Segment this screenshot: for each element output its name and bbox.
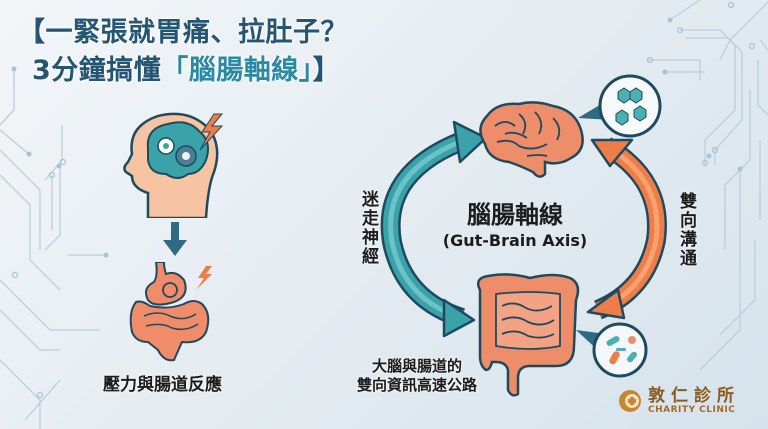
page-title: 【一緊張就胃痛、拉肚子？ 3分鐘搞懂「腦腸軸線」】: [18, 14, 348, 90]
down-arrow-icon: [163, 222, 187, 256]
title-line-1: 【一緊張就胃痛、拉肚子？: [18, 17, 348, 48]
title-line-2: 3分鐘搞懂「腦腸軸線」】: [32, 55, 341, 86]
neurotransmitter-molecule-icon: [578, 74, 662, 138]
stomach-intestine-icon: [129, 262, 212, 362]
clinic-logo: 敦仁診所 CHARITY CLINIC: [618, 387, 740, 415]
bidirectional-label: 雙向溝通: [676, 192, 696, 268]
intestine-icon: [477, 273, 580, 397]
stress-gut-caption: 壓力與腸道反應: [103, 375, 222, 395]
brain-icon: [479, 101, 584, 178]
clinic-name-zh: 敦仁診所: [648, 386, 740, 406]
gut-bacteria-icon: [576, 322, 648, 378]
clinic-cross-icon: [619, 390, 641, 412]
clinic-name-en: CHARITY CLINIC: [648, 405, 736, 415]
title-highlight: 「腦腸軸線」: [161, 55, 313, 86]
stressed-head-gears-icon: [123, 112, 224, 218]
highway-caption: 大腦與腸道的 雙向資訊高速公路: [356, 357, 477, 394]
vagus-nerve-label: 迷走神經: [358, 190, 378, 266]
gut-brain-axis-title: 腦腸軸線 (Gut-Brain Axis): [442, 201, 588, 250]
